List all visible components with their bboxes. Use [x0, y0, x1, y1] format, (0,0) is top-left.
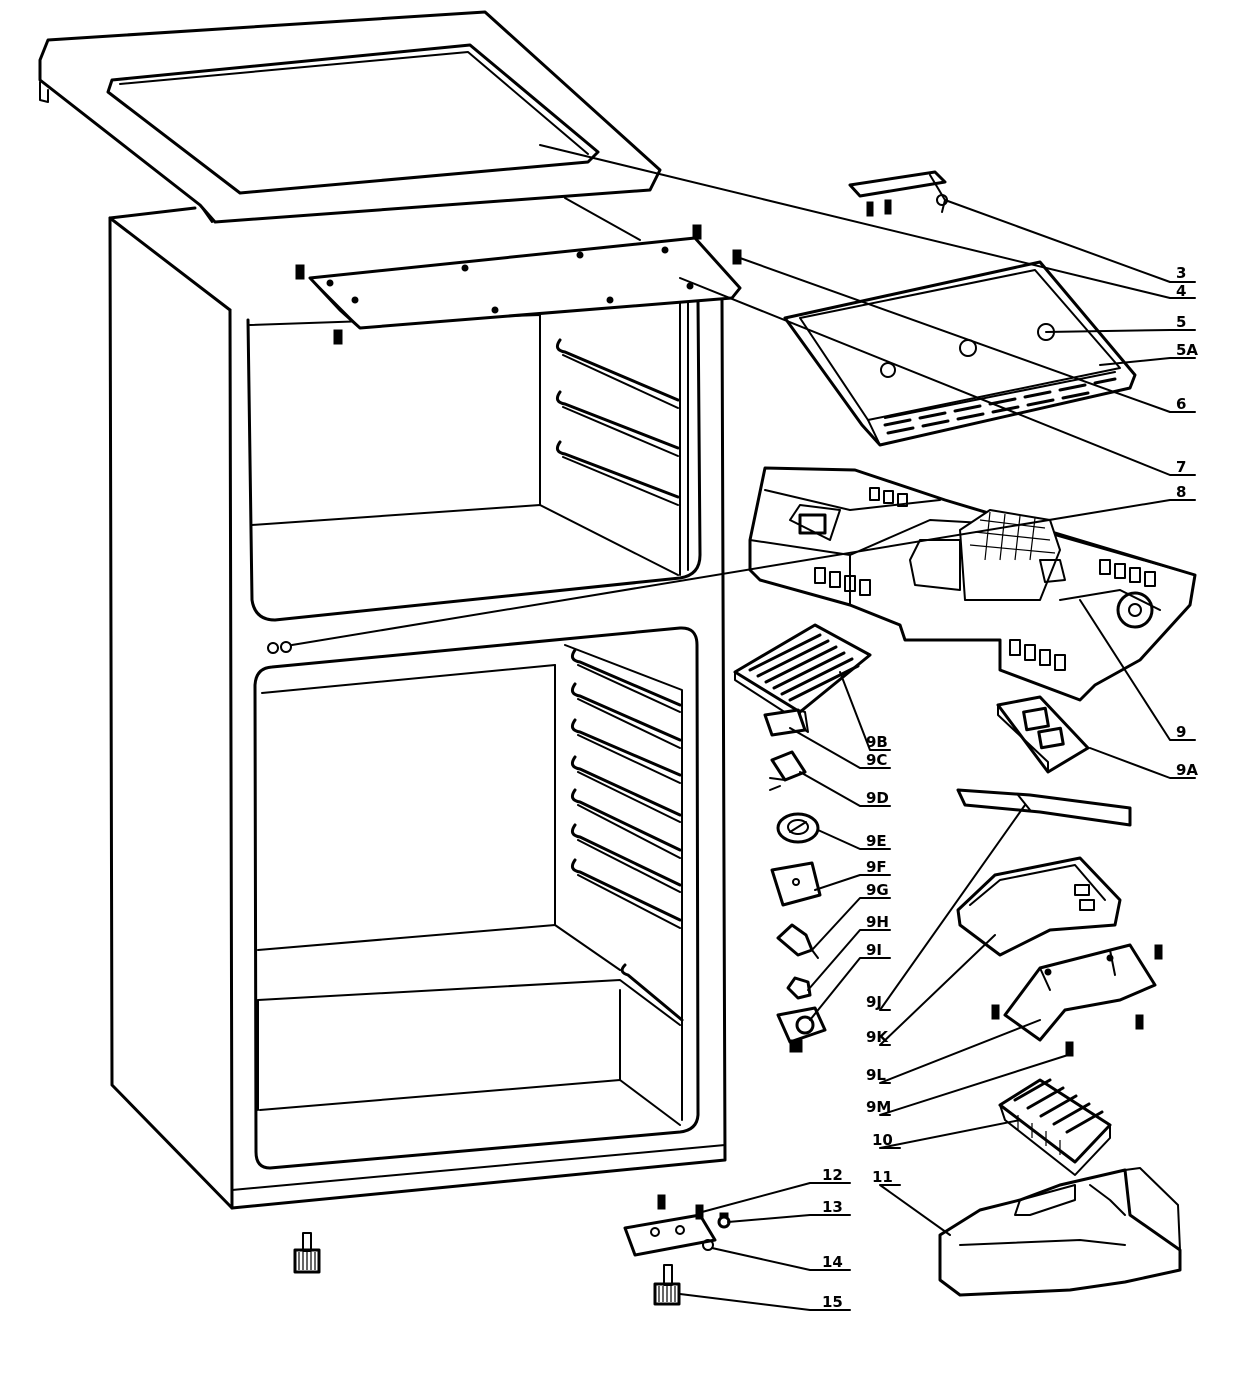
label-9e: 9E: [866, 832, 887, 850]
label-9k: 9K: [866, 1028, 889, 1046]
label-9m: 9M: [866, 1098, 891, 1116]
part-9e-knob: [776, 812, 820, 844]
label-9j: 9J: [866, 993, 882, 1011]
part-14-lower-hinge: [623, 1194, 717, 1257]
label-12: 12: [822, 1166, 843, 1184]
part-9l-bracket: [991, 943, 1163, 1042]
top-cover: [38, 10, 662, 224]
part-9g-bulb: [776, 923, 819, 959]
label-9h: 9H: [866, 913, 889, 931]
part-10-ice-tray: [998, 1078, 1112, 1176]
label-9i: 9I: [866, 941, 882, 959]
part-9a-control-box: [996, 695, 1090, 774]
part-9d-bracket: [769, 750, 807, 791]
part-9f-plate: [770, 861, 822, 907]
part-6-shelf-panel: [783, 260, 1137, 447]
label-4: 4: [1176, 282, 1186, 300]
part-9j-strip: [956, 788, 1132, 827]
top-mounting-plate: [295, 224, 742, 345]
label-7: 7: [1176, 458, 1186, 476]
part-13-pin: [717, 1212, 731, 1229]
label-9d: 9D: [866, 789, 889, 807]
label-8: 8: [1176, 483, 1186, 501]
part-9k-tray: [956, 856, 1122, 957]
part-9-freezer-housing: [748, 466, 1197, 702]
label-5: 5: [1176, 313, 1186, 331]
label-3: 3: [1176, 264, 1186, 282]
cabinet-body: [108, 197, 727, 1210]
label-9g: 9G: [866, 881, 889, 899]
label-13: 13: [822, 1198, 843, 1216]
part-15-leveling-foot: [653, 1264, 681, 1306]
label-10: 10: [872, 1131, 893, 1149]
label-9f: 9F: [866, 858, 887, 876]
label-11: 11: [872, 1168, 893, 1186]
part-9i-thermostat: [776, 1006, 827, 1053]
part-9m-screw: [1065, 1041, 1074, 1057]
part-11-basket: [938, 1167, 1182, 1297]
label-9c: 9C: [866, 751, 887, 769]
label-9a: 9A: [1176, 761, 1198, 779]
label-9l: 9L: [866, 1066, 886, 1084]
label-6: 6: [1176, 395, 1186, 413]
part-9h-socket: [786, 976, 812, 1000]
label-14: 14: [822, 1253, 843, 1271]
label-9b: 9B: [866, 733, 888, 751]
leader-lines: [291, 144, 1196, 1311]
part-3-hinge-bracket: [848, 170, 948, 217]
label-15: 15: [822, 1293, 843, 1311]
label-9: 9: [1176, 723, 1186, 741]
part-9c-switch: [763, 708, 809, 737]
callout-labels: 3 4 5 5A 6 7 8 9 9A 9B 9C 9D 9E 9F 9G 9H…: [822, 264, 1198, 1311]
part-9b-grille: [733, 623, 872, 723]
leveling-foot-left: [293, 1232, 321, 1274]
label-5a: 5A: [1176, 341, 1198, 359]
